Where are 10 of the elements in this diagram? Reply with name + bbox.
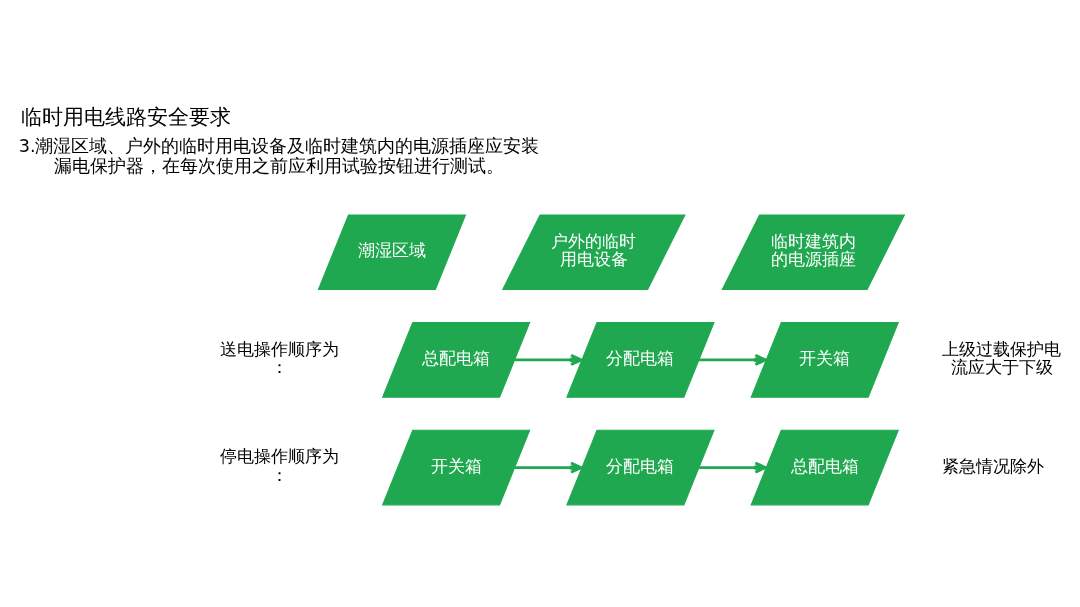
label: 送电操作顺序为： — [219, 339, 339, 377]
label: 停电操作顺序为： — [219, 446, 339, 485]
arrow — [514, 461, 583, 474]
arrow — [514, 353, 583, 366]
label: 3.潮湿区域、户外的临时用电设备及临时建筑内的电源插座应安装漏电保护器，在每次使用之前应利用试验按钮进行测试。 — [18, 135, 540, 176]
diagram-title: 临时用电线路安全要求 — [20, 104, 231, 129]
label: 紧急情况除外 — [942, 456, 1045, 476]
arrow — [699, 461, 768, 474]
label: 上级过载保护电流应大于下级 — [942, 339, 1062, 377]
arrow — [699, 353, 768, 366]
